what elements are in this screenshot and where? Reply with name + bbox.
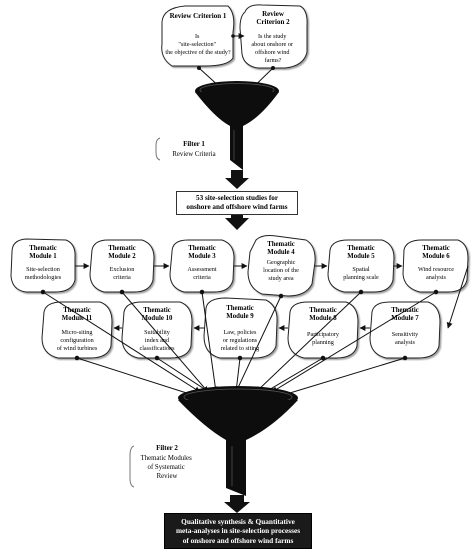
filter-2-title: Filter 2 — [156, 444, 178, 452]
synthesis-result-box: Qualitative synthesis & Quantitative met… — [164, 513, 312, 549]
row2-connectors — [113, 265, 469, 331]
studies-count-box: 53 site-selection studies for onshore an… — [176, 191, 298, 215]
filter-2-line-1: Thematic Modules — [141, 455, 193, 462]
filter-1-subtitle: Review Criteria — [172, 151, 215, 158]
filter-1-label: Filter 1 Review Criteria — [155, 137, 216, 161]
filter-2-label: Filter 2 Thematic Modules of Systematic … — [129, 444, 194, 488]
review-criterion-1-bubble: Review Criterion 1 Is "site-selection" t… — [161, 5, 235, 67]
studies-line-2: onshore and offshore wind farms — [186, 203, 288, 211]
down-arrow-1 — [225, 170, 249, 189]
rc1-q-line3: the objective of the study? — [165, 49, 231, 56]
down-arrow-3 — [224, 495, 250, 513]
filter-2-funnel — [178, 386, 298, 496]
review-criterion-1-question: Is "site-selection" the objective of the… — [165, 33, 231, 56]
rc1-q-line2: "site-selection" — [178, 41, 216, 48]
review-criterion-2-question: Is the study about onshore or offshore w… — [251, 33, 294, 64]
filter-2-subtitle: Thematic Modules of Systematic Review — [141, 455, 194, 480]
review-criterion-1-title: Review Criterion 1 — [170, 12, 227, 20]
filter-2-line-2: of Systematic — [148, 464, 185, 471]
synthesis-line-2: meta-analyses in site-selection processe… — [175, 526, 301, 536]
filter-1-funnel — [195, 81, 279, 170]
rc1-q-line1: Is — [195, 33, 200, 40]
synthesis-line-1: Qualitative synthesis & Quantitative — [181, 517, 295, 526]
module-to-funnel-arrows — [40, 289, 439, 398]
synthesis-line-3: of onshore and offshore wind farms — [182, 535, 294, 545]
down-arrow-2 — [225, 211, 249, 230]
filter-2-line-3: Review — [157, 473, 178, 480]
studies-line-1: 53 site-selection studies for — [195, 194, 279, 202]
filter-1-title: Filter 1 — [183, 140, 205, 148]
